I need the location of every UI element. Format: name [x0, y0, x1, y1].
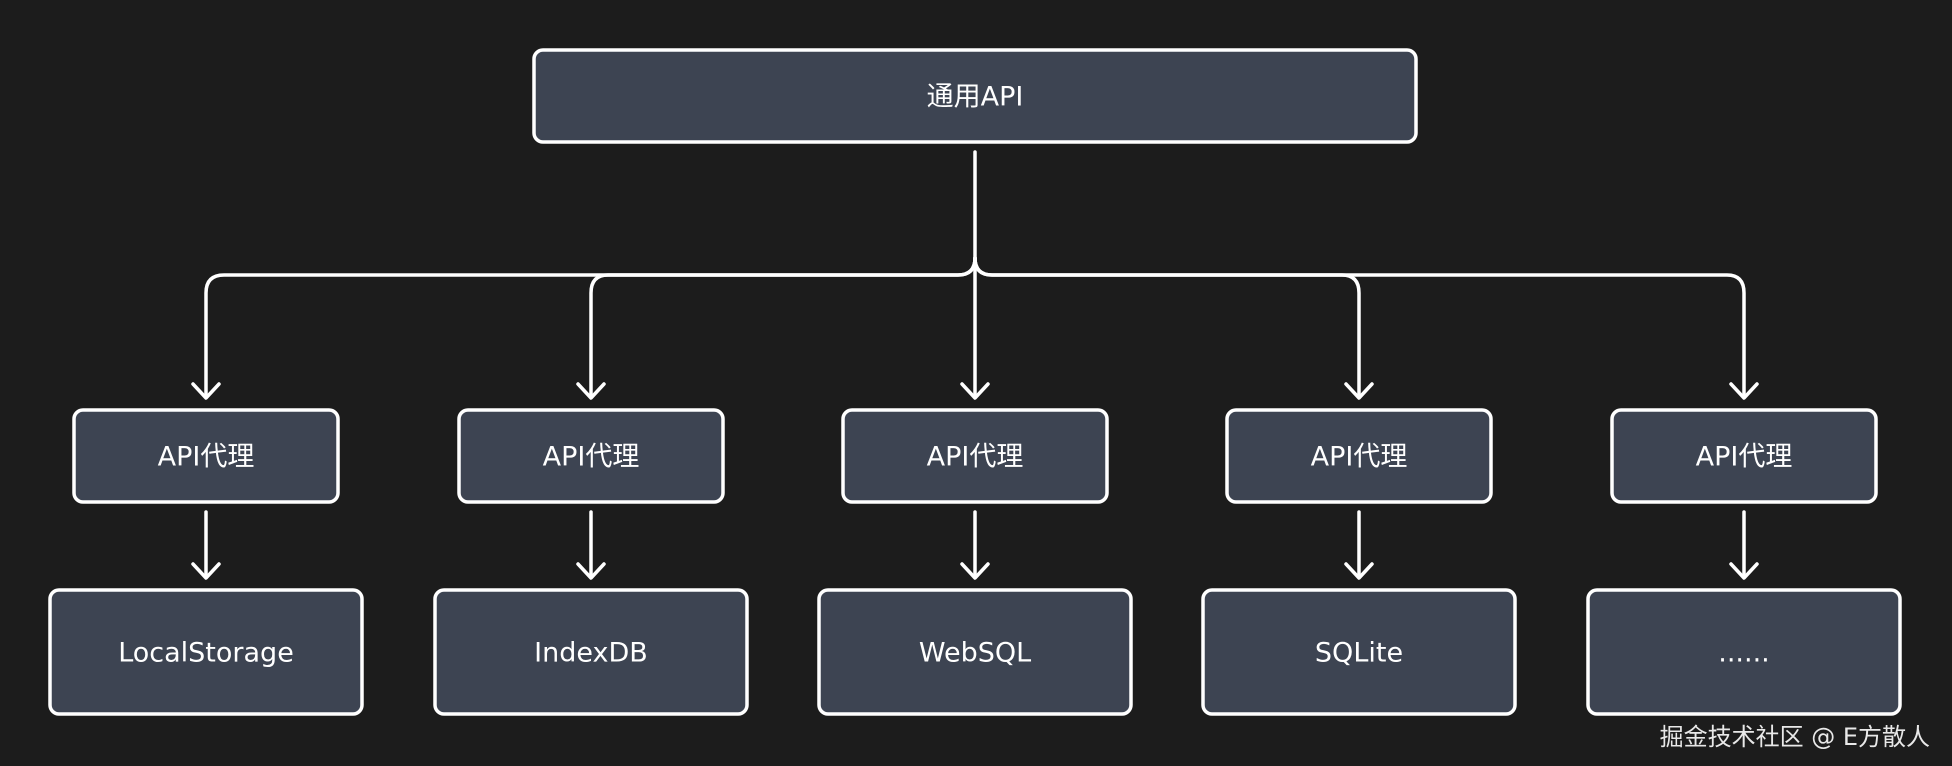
storage-node-box	[1201, 588, 1517, 716]
proxy-node: API代理	[1225, 408, 1493, 504]
arrowhead-icon	[191, 382, 221, 400]
root-node-box	[532, 48, 1418, 144]
proxy-node-label: API代理	[158, 442, 255, 473]
proxy-node-box	[1225, 408, 1493, 504]
arrowhead-icon	[960, 382, 990, 400]
storage-node: SQLite	[1201, 588, 1517, 716]
storage-node: WebSQL	[817, 588, 1133, 716]
proxy-node: API代理	[1610, 408, 1878, 504]
storage-node: IndexDB	[433, 588, 749, 716]
storage-node-box	[48, 588, 364, 716]
storage-node: LocalStorage	[48, 588, 364, 716]
root-node: 通用API	[532, 48, 1418, 144]
storage-node-label: WebSQL	[919, 638, 1031, 669]
branch-line-4	[973, 256, 1361, 398]
proxy-node: API代理	[457, 408, 725, 504]
storage-node-label: LocalStorage	[118, 638, 294, 669]
arrowhead-icon	[576, 562, 606, 580]
branch-line-5	[973, 256, 1746, 398]
proxy-node-box	[1610, 408, 1878, 504]
arrowhead-icon	[1729, 382, 1759, 400]
storage-node-box	[433, 588, 749, 716]
arrowhead-icon	[1344, 562, 1374, 580]
proxy-node-box	[841, 408, 1109, 504]
root-to-proxy-connectors	[191, 150, 1759, 400]
proxy-node: API代理	[841, 408, 1109, 504]
storage-node: ......	[1586, 588, 1902, 716]
proxy-node-box	[457, 408, 725, 504]
proxy-to-storage-connectors	[191, 510, 1759, 580]
arrowhead-icon	[960, 562, 990, 580]
root-node-label: 通用API	[927, 82, 1024, 113]
watermark: 掘金技术社区 @ E方散人	[1659, 723, 1930, 751]
arrowhead-icon	[1344, 382, 1374, 400]
proxy-node-label: API代理	[543, 442, 640, 473]
storage-node-box	[817, 588, 1133, 716]
proxy-node-box	[72, 408, 340, 504]
storage-node-label: SQLite	[1315, 638, 1403, 669]
branch-line-2	[589, 256, 977, 398]
arrowhead-icon	[1729, 562, 1759, 580]
storage-node-label: IndexDB	[534, 638, 648, 669]
proxy-node-label: API代理	[1696, 442, 1793, 473]
arrowhead-icon	[191, 562, 221, 580]
proxy-node-label: API代理	[927, 442, 1024, 473]
proxy-node: API代理	[72, 408, 340, 504]
storage-node-label: ......	[1718, 638, 1770, 669]
arrowhead-icon	[576, 382, 606, 400]
storage-node-box	[1586, 588, 1902, 716]
proxy-node-label: API代理	[1311, 442, 1408, 473]
